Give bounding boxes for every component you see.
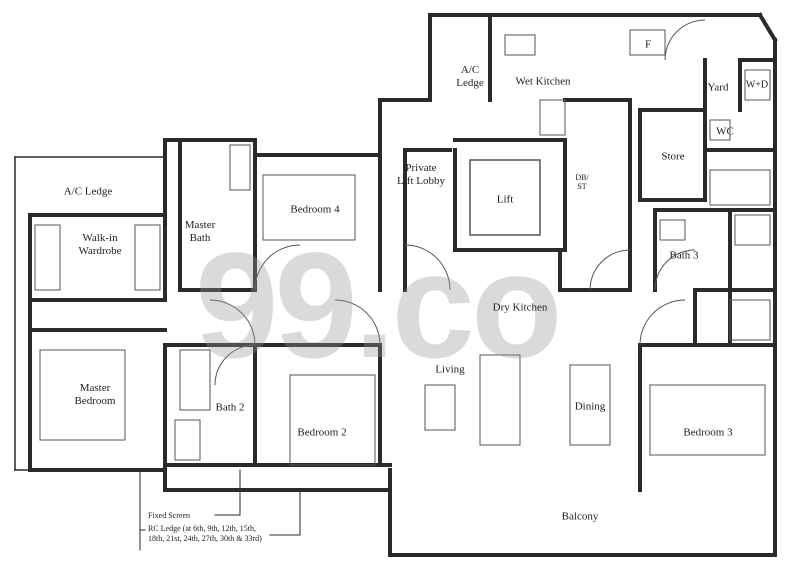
door-bedroom-3 (639, 299, 686, 346)
vanity-bath-2 (179, 349, 211, 411)
door-bedroom-2 (334, 299, 381, 346)
label-bedroom-4: Bedroom 4 (290, 203, 340, 216)
label-bath-3: Bath 3 (669, 249, 699, 262)
door-lobby (404, 244, 451, 291)
wall-segment (757, 12, 778, 43)
shower-wc (709, 169, 771, 206)
lift-car (469, 159, 541, 236)
wardrobe-left (34, 224, 61, 291)
sink (504, 34, 536, 56)
basin-bath-3 (659, 219, 686, 241)
basin-wc (709, 119, 731, 141)
door-yard (664, 19, 706, 61)
shower-bath-3 (734, 214, 771, 246)
master-bed (39, 349, 126, 441)
label-bedroom-3: Bedroom 3 (683, 426, 733, 439)
label-living: Living (435, 363, 465, 376)
label-balcony: Balcony (561, 510, 599, 523)
dining-table (569, 364, 611, 446)
label-washer-dryer: W+D (745, 79, 769, 91)
door-master-bedroom (209, 299, 256, 346)
door-bedroom-4 (254, 244, 301, 291)
wardrobe-right (134, 224, 161, 291)
watermark-logo: 99.co (195, 221, 563, 389)
door-kitchen (589, 249, 631, 291)
note-fixed-screen: Fixed Screen (148, 511, 190, 520)
coffee-table (424, 384, 456, 431)
label-lift: Lift (496, 193, 514, 206)
label-ac-ledge-left: A/C Ledge (63, 185, 113, 198)
sofa (479, 354, 521, 446)
label-wc: WC (716, 125, 734, 138)
door-bath-2 (214, 344, 256, 386)
door-bath-3 (654, 249, 696, 291)
label-bath-2: Bath 2 (215, 401, 245, 414)
label-wet-kitchen: Wet Kitchen (515, 75, 571, 88)
bed-3 (649, 384, 766, 456)
bed-2 (289, 374, 376, 466)
cooktop (539, 99, 566, 136)
label-dining: Dining (574, 400, 606, 413)
label-store: Store (661, 150, 685, 163)
shower-bath-2 (174, 419, 201, 461)
note-rc-ledge: RC Ledge (at 6th, 9th, 12th, 15th,18th, … (148, 524, 262, 543)
label-db-st: DB/ST (575, 173, 589, 191)
shower-master (229, 144, 251, 191)
label-dry-kitchen: Dry Kitchen (492, 301, 548, 314)
label-yard: Yard (707, 81, 729, 94)
bed-4 (262, 174, 356, 241)
label-bedroom-2: Bedroom 2 (297, 426, 347, 439)
label-fridge: F (644, 38, 652, 51)
washer-dryer (744, 69, 771, 101)
fridge (629, 29, 666, 56)
shower-bedroom-3 (729, 299, 771, 341)
